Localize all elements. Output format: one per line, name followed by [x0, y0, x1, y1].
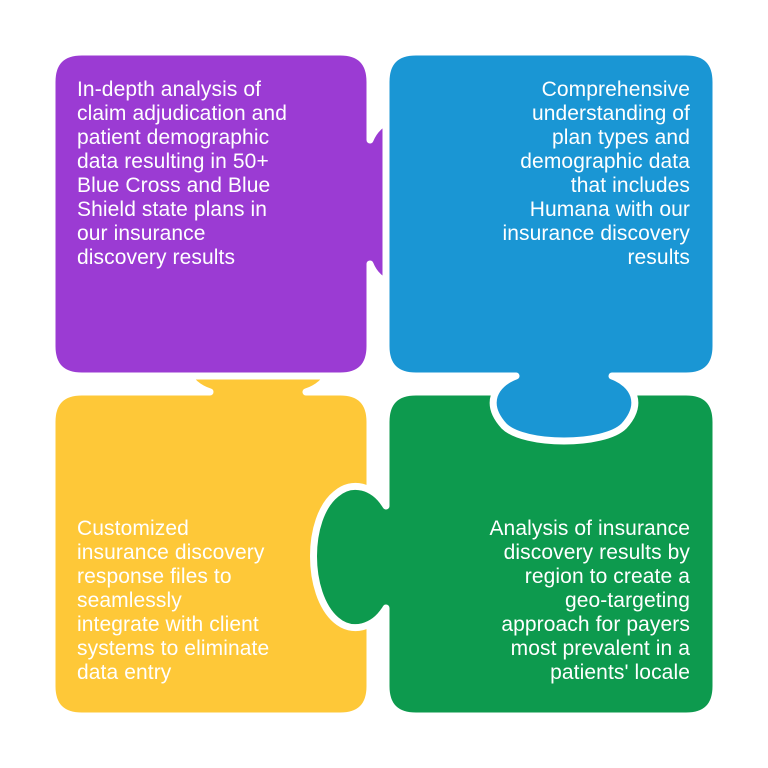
bottom-right-description: Analysis of insurance discovery results … [489, 517, 690, 684]
top-right-description: Comprehensive understanding of plan type… [502, 78, 690, 269]
top-left-description: In-depth analysis of claim adjudication … [77, 78, 287, 269]
puzzle-piece-top-right [382, 48, 720, 445]
bottom-left-description: Customized insurance discovery response … [77, 517, 270, 684]
puzzle-piece-bottom-right [310, 388, 720, 720]
